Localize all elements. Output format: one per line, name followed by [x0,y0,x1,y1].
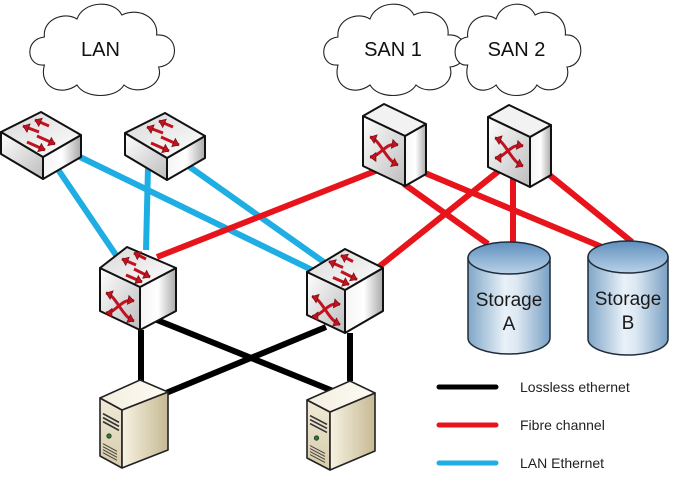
link-converged-switch-1-to-san-switch-1 [155,167,380,260]
arrow-head [369,151,377,163]
server-1[interactable] [99,379,169,469]
arrow-head [494,152,502,164]
storage-label-line2: B [622,313,635,334]
arrow-head [341,277,350,287]
arrow-head [515,139,524,150]
crossover-arrows-icon [311,293,341,327]
power-led-icon [313,435,320,441]
cloud-label: SAN 2 [488,39,546,61]
storage-top [467,241,551,275]
storage-label-line1: Storage [476,290,543,311]
arrow-head [133,251,142,261]
switch-top-face [99,246,177,288]
legend-item-fc: Fibre channel [436,417,605,433]
arrow-head [311,293,320,304]
arrow-head [34,117,43,128]
server-drive-bays [102,412,120,461]
lan-switch-1[interactable] [0,111,82,180]
arrow-head [171,137,180,148]
crossover-arrows-icon [369,134,399,167]
arrow-head [37,142,46,153]
cloud-lan: LAN [29,3,175,97]
cloud-shape [454,3,582,97]
arrow-head [494,135,503,145]
storage-label-line1: Storage [595,289,662,310]
arrow-head [390,157,399,167]
cloud-shape [29,3,175,97]
link-converged-switch-2-to-server-1 [164,324,328,396]
arrow-head [121,256,130,267]
arrow-head [369,134,378,144]
arrow-head [105,307,113,319]
switch-top-face [0,111,82,158]
switching-arrows-icon [146,118,180,154]
san-switch-1[interactable] [362,103,427,187]
switch-top-face [124,112,206,159]
converged-switch-2[interactable] [306,248,384,334]
arrow-head [126,294,135,305]
cloud-san2: SAN 2 [454,3,582,97]
legend-label: LAN Ethernet [520,455,604,471]
arrow-head [161,143,170,154]
arrow-head [332,317,341,327]
link-san-switch-2-to-storage-b [545,170,634,245]
san-switch-2[interactable] [487,104,552,188]
arrow-head [22,123,31,133]
arrow-head [47,136,56,147]
arrow-head [515,158,524,168]
server-top-face [99,379,169,411]
legend-label: Lossless ethernet [520,379,630,395]
storage-body [587,256,669,356]
server-drive-bays [309,414,328,463]
power-led-icon [106,433,112,439]
link-san-switch-1-to-storage-a [402,181,490,247]
arrow-head [328,259,337,269]
cloud-shape [323,3,467,97]
crossover-arrows-icon [494,135,524,168]
cloud-san1: SAN 1 [323,3,467,97]
arrow-head [126,313,135,323]
storage-body [467,257,551,355]
arrow-head [146,124,155,134]
converged-switch-1[interactable] [99,246,177,331]
arrow-head [311,311,319,322]
legend-label: Fibre channel [520,417,605,433]
arrow-head [105,290,114,300]
arrow-head [134,274,143,285]
legend-item-lossless: Lossless ethernet [436,379,630,395]
arrow-head [142,269,151,279]
storage-label-line2: A [503,314,516,335]
switching-arrows-icon [328,253,358,287]
legend-item-lan: LAN Ethernet [436,455,604,471]
cloud-label: SAN 1 [364,39,422,61]
arrow-head [349,272,358,282]
cloud-label: LAN [81,39,120,61]
arrow-head [340,253,349,263]
crossover-arrows-icon [105,290,135,323]
link-converged-switch-2-to-san-switch-2 [373,167,502,273]
storage-top [587,240,669,274]
server-top-face [306,380,376,413]
switching-arrows-icon [22,117,56,153]
link-lan-switch-1-to-converged-switch-1 [54,166,121,260]
link-lan-switch-1-to-converged-switch-2 [78,154,314,273]
switch-top-face [306,248,384,291]
arrow-head [158,118,167,129]
lan-switch-2[interactable] [124,112,206,181]
switching-arrows-icon [121,251,151,285]
link-converged-switch-1-to-server-2 [155,317,335,394]
server-2[interactable] [306,380,376,471]
arrow-head [332,298,341,309]
link-lan-switch-2-to-converged-switch-1 [143,166,151,251]
arrow-head [390,138,399,149]
